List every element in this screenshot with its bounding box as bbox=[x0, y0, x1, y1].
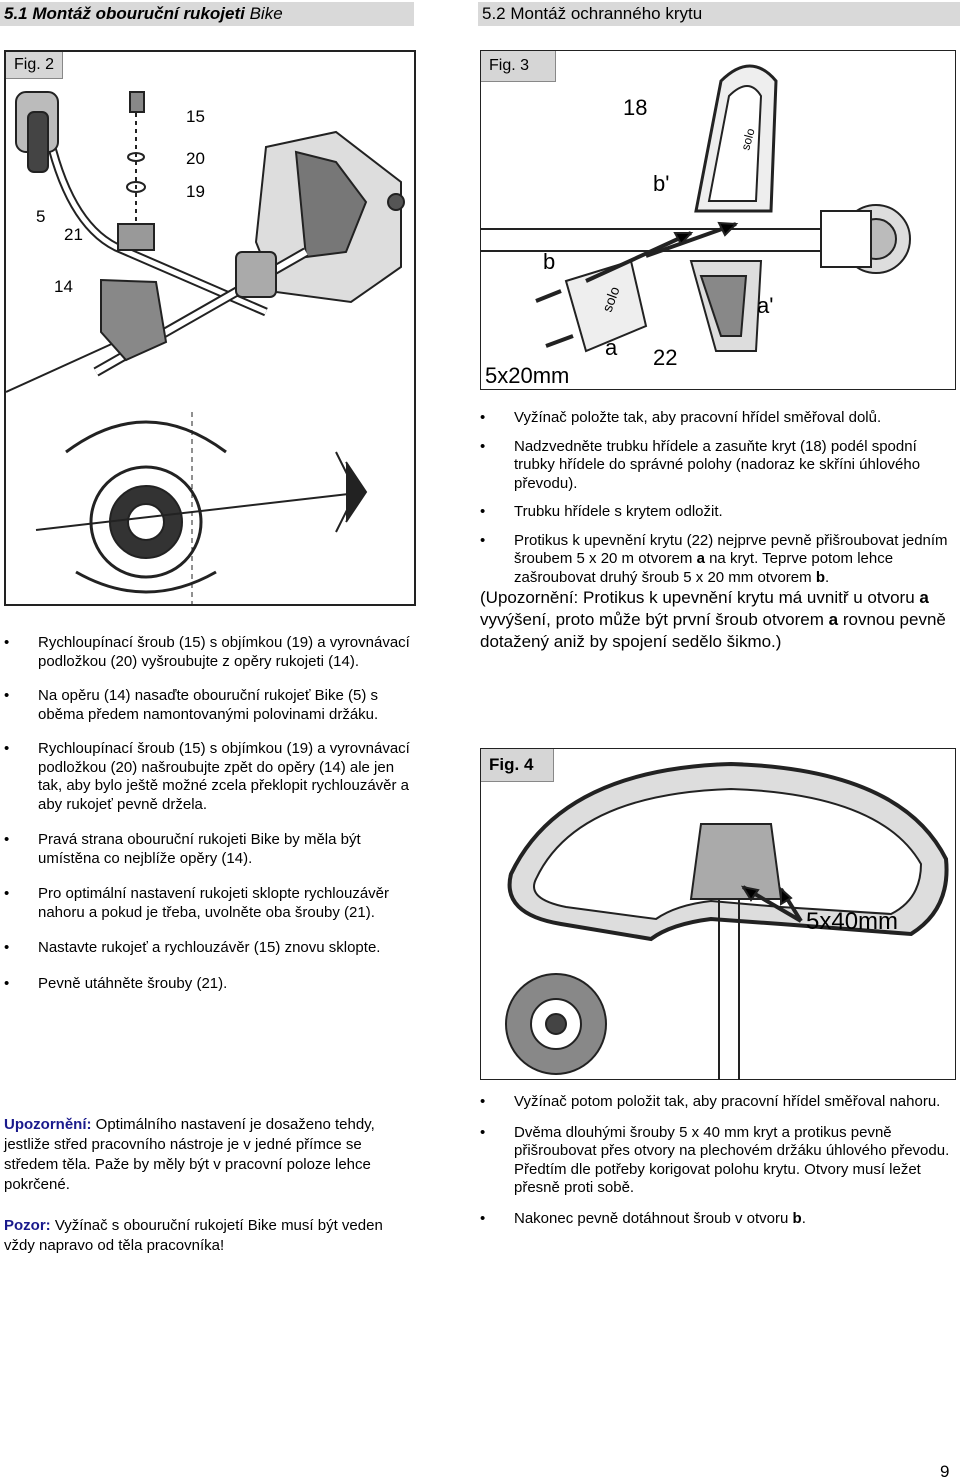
left-warning: Pozor: Vyžínač s obouruční rukojetí Bike… bbox=[4, 1216, 414, 1256]
part-label-15: 15 bbox=[186, 107, 205, 126]
figure-2: Fig. 2 bbox=[4, 50, 416, 606]
right-bullet-list-2: Vyžínač potom položit tak, aby pracovní … bbox=[480, 1093, 952, 1228]
figure-3: Fig. 3 solo solo bbox=[480, 50, 956, 390]
left-title-rest: Bike bbox=[244, 4, 283, 23]
fig3-label-b: b bbox=[543, 249, 555, 274]
left-bullet-5: Pro optimální nastavení rukojeti sklopte… bbox=[4, 885, 414, 922]
note-text-1: (Upozornění: Protikus k upevnění krytu m… bbox=[480, 588, 920, 607]
b7-hole-b: b bbox=[792, 1209, 802, 1227]
note-text-3: rovnou pevně dotažený aniž by spojení se… bbox=[480, 610, 946, 651]
right-bullet-4: Protikus k upevnění krytu (22) nejprve p… bbox=[480, 532, 952, 588]
right-section-title: 5.2 Montáž ochranného krytu bbox=[478, 2, 960, 26]
fig3-label-b-prime: b' bbox=[653, 171, 669, 196]
left-bullet-2: Na opěru (14) nasaďte obouruční rukojeť … bbox=[4, 687, 414, 724]
fig3-label-22: 22 bbox=[653, 345, 677, 370]
note-hole-a-1: a bbox=[919, 588, 929, 607]
b4-text-2: na kryt. Teprve potom lehce zašroubovat … bbox=[514, 550, 894, 586]
b4-text-3: . bbox=[824, 568, 830, 586]
right-note: (Upozornění: Protikus k upevnění krytu m… bbox=[480, 587, 952, 653]
part-label-21: 21 bbox=[64, 225, 83, 244]
fig3-label-18: 18 bbox=[623, 95, 647, 120]
left-section-title: 5.1 Montáž obouruční rukojeti Bike bbox=[0, 2, 414, 26]
right-bullet-5: Vyžínač potom položit tak, aby pracovní … bbox=[480, 1093, 952, 1112]
fig4-label: Fig. 4 bbox=[481, 749, 555, 782]
b4-hole-b: b bbox=[815, 568, 825, 586]
warning-label: Pozor: bbox=[4, 1217, 51, 1234]
left-bullet-1: Rychloupínací šroub (15) s objímkou (19)… bbox=[4, 634, 414, 671]
fig4-screw-size: 5x40mm bbox=[806, 908, 898, 935]
right-instructions-1: Vyžínač položte tak, aby pracovní hřídel… bbox=[480, 409, 952, 653]
right-bullet-list-1: Vyžínač položte tak, aby pracovní hřídel… bbox=[480, 409, 952, 587]
note-text-2: vyvýšení, proto může být první šroub otv… bbox=[480, 610, 829, 629]
right-bullet-3: Trubku hřídele s krytem odložit. bbox=[480, 503, 952, 522]
left-bullet-list: Rychloupínací šroub (15) s objímkou (19)… bbox=[4, 634, 414, 993]
right-bullet-1: Vyžínač položte tak, aby pracovní hřídel… bbox=[480, 409, 952, 428]
part-label-14: 14 bbox=[54, 277, 73, 296]
left-bullet-6: Nastavte rukojeť a rychlouzávěr (15) zno… bbox=[4, 939, 414, 958]
part-label-5: 5 bbox=[36, 207, 45, 226]
fig2-label: Fig. 2 bbox=[6, 52, 64, 79]
page-number: 9 bbox=[940, 1462, 950, 1481]
b4-text-1: Protikus k upevnění krytu (22) nejprve p… bbox=[514, 531, 948, 568]
note-label: Upozornění: bbox=[4, 1116, 92, 1133]
b4-hole-a: a bbox=[696, 550, 705, 567]
part-label-19: 19 bbox=[186, 182, 205, 201]
fig3-label-a: a bbox=[605, 335, 618, 360]
fig4-illustration: 5x40mm bbox=[505, 761, 949, 1079]
fig3-screw-size: 5x20mm bbox=[485, 363, 569, 388]
left-note: Upozornění: Optimálního nastavení je dos… bbox=[4, 1115, 414, 1195]
left-instructions: Rychloupínací šroub (15) s objímkou (19)… bbox=[4, 634, 414, 1005]
left-title-main: 5.1 Montáž obouruční rukojeti bbox=[4, 4, 245, 23]
fig3-label: Fig. 3 bbox=[481, 51, 557, 82]
warning-text: Vyžínač s obouruční rukojetí Bike musí b… bbox=[4, 1217, 383, 1254]
right-bullet-2: Nadzvedněte trubku hřídele a zasuňte kry… bbox=[480, 438, 952, 494]
note-text: Optimálního nastavení je dosaženo tehdy,… bbox=[4, 1116, 375, 1193]
guard-brand-text: solo bbox=[738, 127, 757, 152]
fig2-illustration: 15 20 19 5 21 14 bbox=[6, 91, 405, 604]
left-bullet-4: Pravá strana obouruční rukojeti Bike by … bbox=[4, 831, 414, 868]
left-bullet-7: Pevně utáhněte šrouby (21). bbox=[4, 975, 414, 994]
b7-text-1: Nakonec pevně dotáhnout šroub v otvoru bbox=[514, 1209, 793, 1227]
right-title: 5.2 Montáž ochranného krytu bbox=[482, 4, 703, 23]
fig3-illustration: solo solo 18 b' b a' a 22 5x20mm bbox=[481, 64, 911, 388]
right-instructions-2: Vyžínač potom položit tak, aby pracovní … bbox=[480, 1093, 952, 1240]
part-label-20: 20 bbox=[186, 149, 205, 168]
figure-4: Fig. 4 5x40mm bbox=[480, 748, 956, 1080]
note-hole-a-2: a bbox=[828, 610, 839, 629]
fig3-label-a-prime: a' bbox=[757, 293, 773, 318]
right-bullet-7: Nakonec pevně dotáhnout šroub v otvoru b… bbox=[480, 1210, 952, 1229]
left-bullet-3: Rychloupínací šroub (15) s objímkou (19)… bbox=[4, 740, 414, 814]
right-bullet-6: Dvěma dlouhými šrouby 5 x 40 mm kryt a p… bbox=[480, 1124, 952, 1198]
b7-text-2: . bbox=[801, 1209, 806, 1227]
